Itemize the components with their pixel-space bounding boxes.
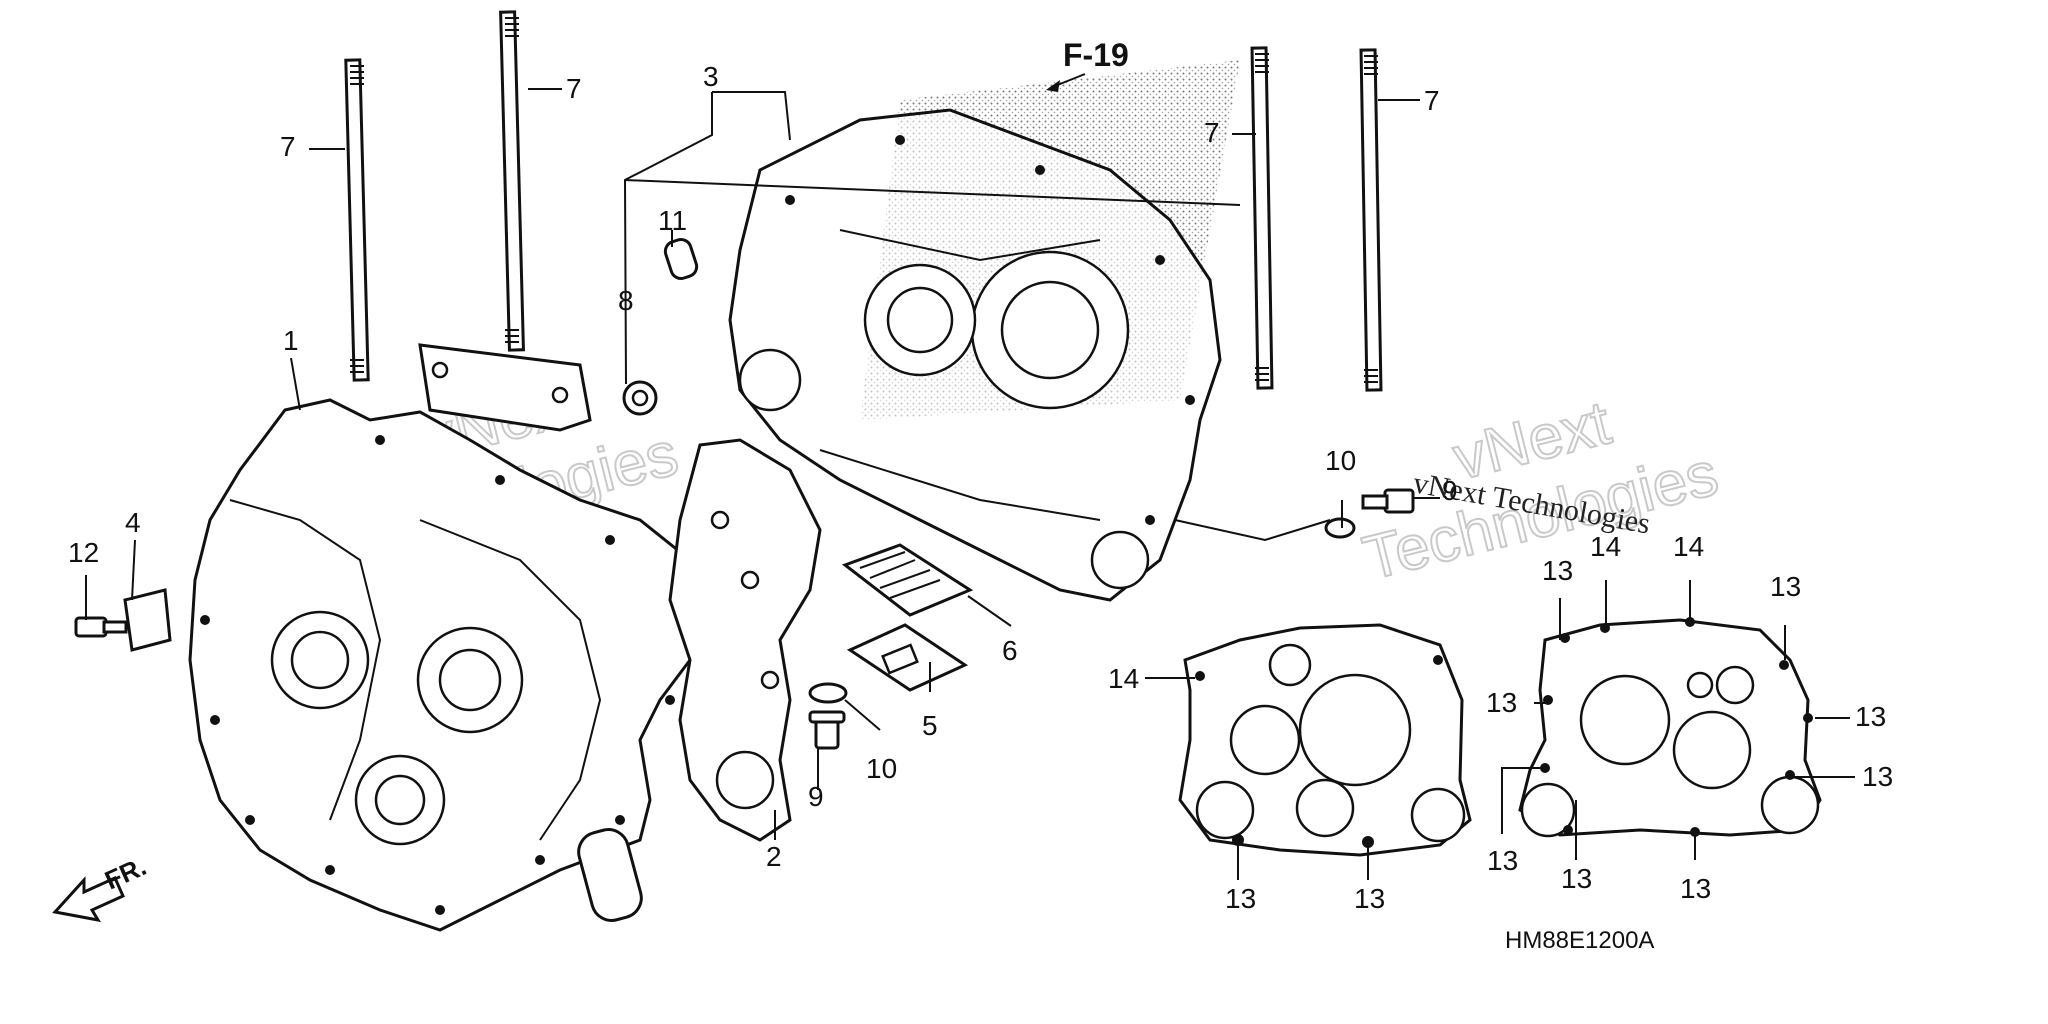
- stud-bolt: [1250, 46, 1274, 390]
- plug-bolt: [1361, 488, 1415, 514]
- screen-filter: [841, 543, 974, 617]
- callout-3: 3: [703, 61, 719, 92]
- callout-7: 7: [280, 131, 296, 162]
- callout-13: 13: [1225, 883, 1256, 914]
- right-crankcase: [728, 60, 1240, 602]
- callout-8: 8: [618, 285, 634, 316]
- crankcase-gasket: [668, 438, 822, 842]
- callout-14: 14: [1108, 663, 1139, 694]
- callout-14: 14: [1590, 531, 1621, 562]
- stud-bolt: [344, 58, 370, 382]
- callout-7: 7: [1424, 85, 1440, 116]
- callout-13: 13: [1855, 701, 1886, 732]
- callout-13: 13: [1542, 555, 1573, 586]
- callout-13: 13: [1770, 571, 1801, 602]
- callout-13: 13: [1354, 883, 1385, 914]
- reference-label: F-19: [1063, 37, 1129, 73]
- callout-11: 11: [658, 205, 687, 236]
- right-case-gasket: [1518, 617, 1822, 838]
- callout-2: 2: [766, 841, 782, 872]
- stud-bolt: [499, 10, 525, 352]
- callout-13: 13: [1862, 761, 1893, 792]
- callout-7: 7: [566, 73, 582, 104]
- leader-lines: [85, 88, 1855, 880]
- callout-5: 5: [922, 710, 938, 741]
- callout-9: 9: [808, 781, 824, 812]
- access-cover: [123, 588, 172, 652]
- callout-6: 6: [1002, 635, 1018, 666]
- dowel-pin: [663, 238, 699, 280]
- callout-12: 12: [68, 537, 99, 568]
- callout-4: 4: [125, 507, 141, 538]
- callout-10: 10: [866, 753, 897, 784]
- callout-7: 7: [1204, 117, 1220, 148]
- left-case-gasket: [1178, 623, 1472, 857]
- callout-1: 1: [283, 325, 299, 356]
- stud-bolt: [1359, 48, 1383, 392]
- filter-cover: [846, 623, 969, 692]
- callout-13: 13: [1561, 863, 1592, 894]
- cover-bolt: [74, 616, 128, 638]
- oil-seal: [622, 380, 658, 416]
- gasket-plate: [418, 343, 592, 432]
- callout-13: 13: [1680, 873, 1711, 904]
- washer: [1324, 517, 1356, 539]
- drain-bolt: [808, 710, 846, 750]
- callout-14: 14: [1673, 531, 1704, 562]
- front-direction-arrow-icon: [52, 876, 125, 923]
- reference-arrowhead-icon: [1046, 80, 1060, 92]
- callout-13: 13: [1487, 845, 1518, 876]
- diagram-code: HM88E1200A: [1505, 927, 1654, 954]
- left-crankcase: [188, 398, 702, 932]
- callouts: 7 7 7 7 1 3 11 8 4 12 6 5 10 9 2 10 9 14…: [68, 61, 1893, 914]
- callout-10: 10: [1325, 445, 1356, 476]
- o-ring: [808, 682, 848, 704]
- callout-9: 9: [1442, 475, 1458, 506]
- callout-13: 13: [1486, 687, 1517, 718]
